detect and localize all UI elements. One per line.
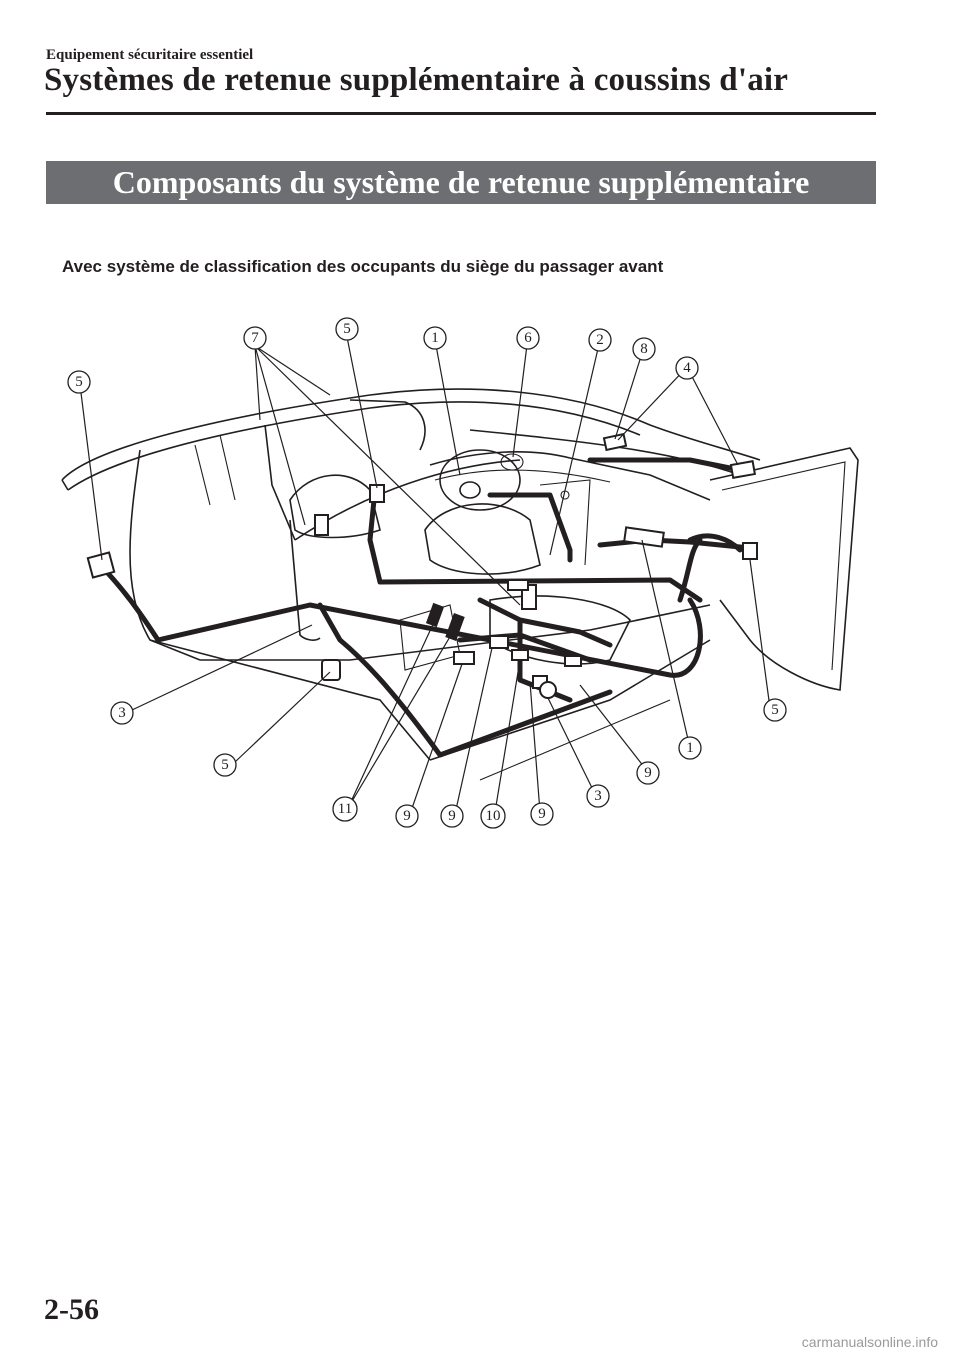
callout-1: 1 [678, 736, 702, 760]
callout-3: 3 [586, 784, 610, 808]
callout-6: 6 [516, 326, 540, 350]
banner-title: Composants du système de retenue supplém… [112, 164, 810, 200]
svg-text:3: 3 [118, 705, 126, 721]
callout-10: 10 [480, 803, 506, 829]
callout-2: 2 [588, 328, 612, 352]
section-banner: Composants du système de retenue supplém… [46, 161, 876, 204]
callout-3: 3 [110, 701, 134, 725]
sensor-modules [86, 432, 758, 699]
callout-9: 9 [636, 761, 660, 785]
diagram-subtitle: Avec système de classification des occup… [62, 257, 664, 276]
watermark-link[interactable]: carmanualsonline.info [801, 1334, 938, 1350]
callouts: 7 5 1 6 2 8 4 5 3 5 5 1 9 3 9 10 9 9 11 [67, 317, 787, 829]
callout-9: 9 [530, 802, 554, 826]
svg-text:5: 5 [343, 321, 351, 337]
svg-text:2: 2 [596, 332, 604, 348]
svg-text:7: 7 [251, 330, 259, 346]
svg-text:5: 5 [75, 374, 83, 390]
callout-5: 5 [763, 698, 787, 722]
airbag-components-diagram: 7 5 1 6 2 8 4 5 3 5 5 1 9 3 9 10 9 9 11 [61, 317, 859, 829]
svg-text:6: 6 [524, 330, 532, 346]
callout-4: 4 [675, 356, 699, 380]
section-label: Equipement sécuritaire essentiel [46, 47, 254, 63]
title-rule [46, 112, 876, 115]
leader-lines [79, 336, 771, 815]
callout-9: 9 [395, 804, 419, 828]
callout-5: 5 [67, 370, 91, 394]
callout-8: 8 [632, 337, 656, 361]
svg-text:9: 9 [448, 808, 456, 824]
page-number: 2-56 [44, 1293, 99, 1326]
callout-9: 9 [440, 804, 464, 828]
svg-text:9: 9 [644, 765, 652, 781]
svg-text:4: 4 [683, 360, 691, 376]
wiring-harness [97, 457, 753, 758]
svg-text:1: 1 [686, 740, 694, 756]
callout-5: 5 [335, 317, 359, 341]
svg-text:9: 9 [538, 806, 546, 822]
svg-text:1: 1 [431, 330, 439, 346]
svg-text:9: 9 [403, 808, 411, 824]
callout-11: 11 [332, 796, 358, 822]
svg-text:5: 5 [221, 757, 229, 773]
svg-text:11: 11 [338, 801, 352, 817]
callout-5: 5 [213, 753, 237, 777]
callout-7: 7 [243, 326, 267, 350]
svg-text:10: 10 [486, 808, 501, 824]
chapter-title: Systèmes de retenue supplémentaire à cou… [44, 62, 789, 98]
callout-1: 1 [423, 326, 447, 350]
car-body-outline [61, 388, 859, 781]
svg-text:3: 3 [594, 788, 602, 804]
svg-text:8: 8 [640, 341, 648, 357]
svg-text:5: 5 [771, 702, 779, 718]
